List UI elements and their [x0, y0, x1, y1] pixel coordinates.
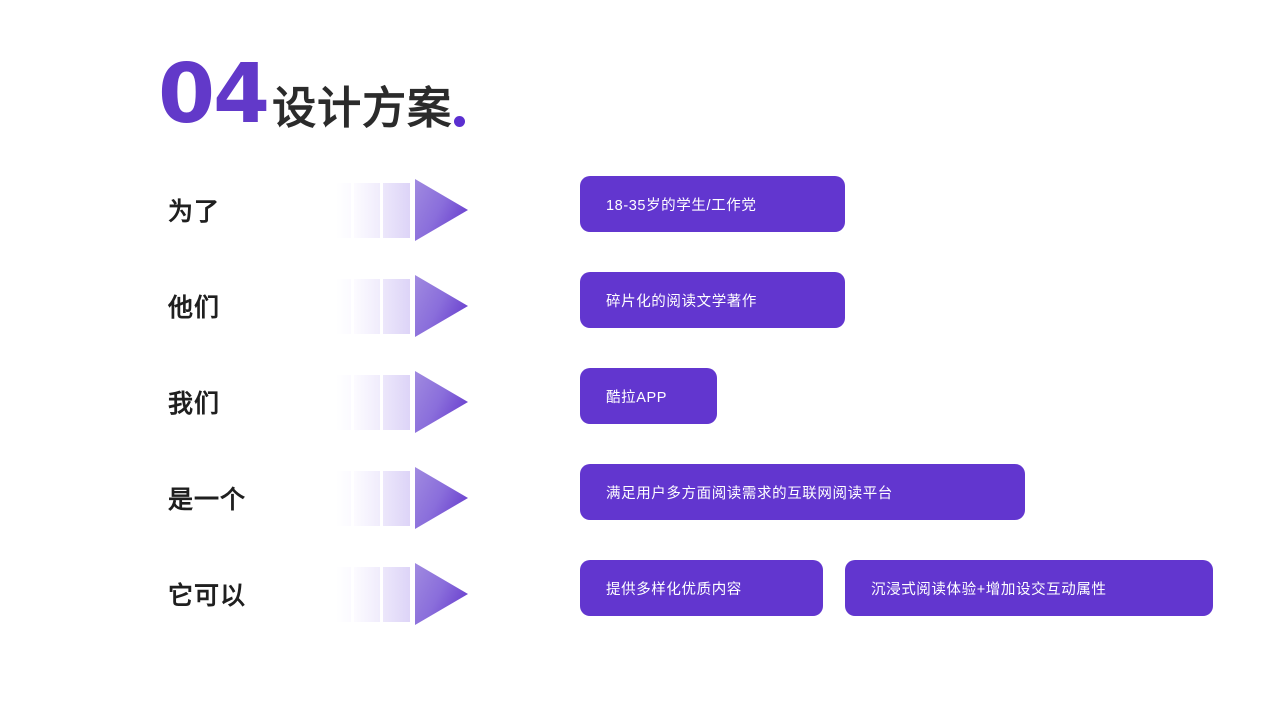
arrow-head-icon	[415, 371, 468, 433]
section-title-wrap: 设计方案	[272, 84, 466, 134]
arrow-trail-bar	[354, 278, 380, 334]
row-label: 为了	[168, 198, 221, 226]
arrow-trail-bar	[354, 374, 380, 430]
content-rows: 为了 18-35岁的学生/工作党他们 碎片化的阅读文学著作我们 酷拉APP 是一个 满足用…	[0, 176, 1280, 656]
arrow-trail-bar	[354, 566, 380, 622]
row-label: 他们	[168, 294, 221, 322]
arrow-trail-bar	[336, 566, 351, 622]
info-box[interactable]: 酷拉APP	[580, 368, 717, 424]
arrow-trail-bar	[383, 278, 410, 334]
flow-row: 它可以 提供多样化优质内容 沉浸式阅读体验+增加设交互动属性	[0, 560, 1280, 656]
flow-row: 为了 18-35岁的学生/工作党	[0, 176, 1280, 272]
info-box-label: 沉浸式阅读体验+增加设交互动属性	[871, 581, 1107, 598]
arrow-right-icon	[336, 563, 468, 625]
info-box[interactable]: 满足用户多方面阅读需求的互联网阅读平台	[580, 464, 1025, 520]
info-box-label: 18-35岁的学生/工作党	[606, 197, 757, 214]
arrow-head-icon	[415, 275, 468, 337]
info-box[interactable]: 碎片化的阅读文学著作	[580, 272, 845, 328]
arrow-trail-bar	[383, 470, 410, 526]
arrow-trail-bar	[354, 182, 380, 238]
info-box-label: 碎片化的阅读文学著作	[606, 293, 757, 310]
arrow-trail-bar	[383, 566, 410, 622]
arrow-trail-bar	[354, 470, 380, 526]
dot-icon	[454, 116, 466, 127]
arrow-right-icon	[336, 371, 468, 433]
arrow-head-icon	[415, 563, 468, 625]
arrow-head-icon	[415, 179, 468, 241]
row-box-area: 碎片化的阅读文学著作	[580, 272, 845, 328]
row-box-area: 18-35岁的学生/工作党	[580, 176, 845, 232]
info-box-label: 酷拉APP	[606, 389, 668, 406]
info-box-label: 满足用户多方面阅读需求的互联网阅读平台	[606, 485, 893, 502]
flow-row: 是一个 满足用户多方面阅读需求的互联网阅读平台	[0, 464, 1280, 560]
row-label: 是一个	[168, 486, 247, 514]
arrow-right-icon	[336, 275, 468, 337]
arrow-trail-bar	[336, 182, 351, 238]
flow-row: 我们 酷拉APP	[0, 368, 1280, 464]
row-label: 它可以	[168, 582, 247, 610]
arrow-right-icon	[336, 467, 468, 529]
page-title: 04 设计方案	[158, 44, 466, 143]
arrow-trail-bar	[336, 470, 351, 526]
arrow-trail-bar	[383, 374, 410, 430]
section-title: 设计方案	[272, 84, 453, 133]
section-number: 04	[158, 47, 270, 143]
row-box-area: 满足用户多方面阅读需求的互联网阅读平台	[580, 464, 1025, 520]
flow-row: 他们 碎片化的阅读文学著作	[0, 272, 1280, 368]
info-box[interactable]: 沉浸式阅读体验+增加设交互动属性	[845, 560, 1213, 616]
arrow-trail-bar	[336, 278, 351, 334]
info-box-label: 提供多样化优质内容	[606, 581, 742, 598]
info-box[interactable]: 18-35岁的学生/工作党	[580, 176, 845, 232]
row-box-area: 提供多样化优质内容 沉浸式阅读体验+增加设交互动属性	[580, 560, 1213, 616]
row-label: 我们	[168, 390, 221, 418]
arrow-trail-bar	[336, 374, 351, 430]
arrow-head-icon	[415, 467, 468, 529]
arrow-right-icon	[336, 179, 468, 241]
arrow-trail-bar	[383, 182, 410, 238]
info-box[interactable]: 提供多样化优质内容	[580, 560, 823, 616]
row-box-area: 酷拉APP	[580, 368, 717, 424]
